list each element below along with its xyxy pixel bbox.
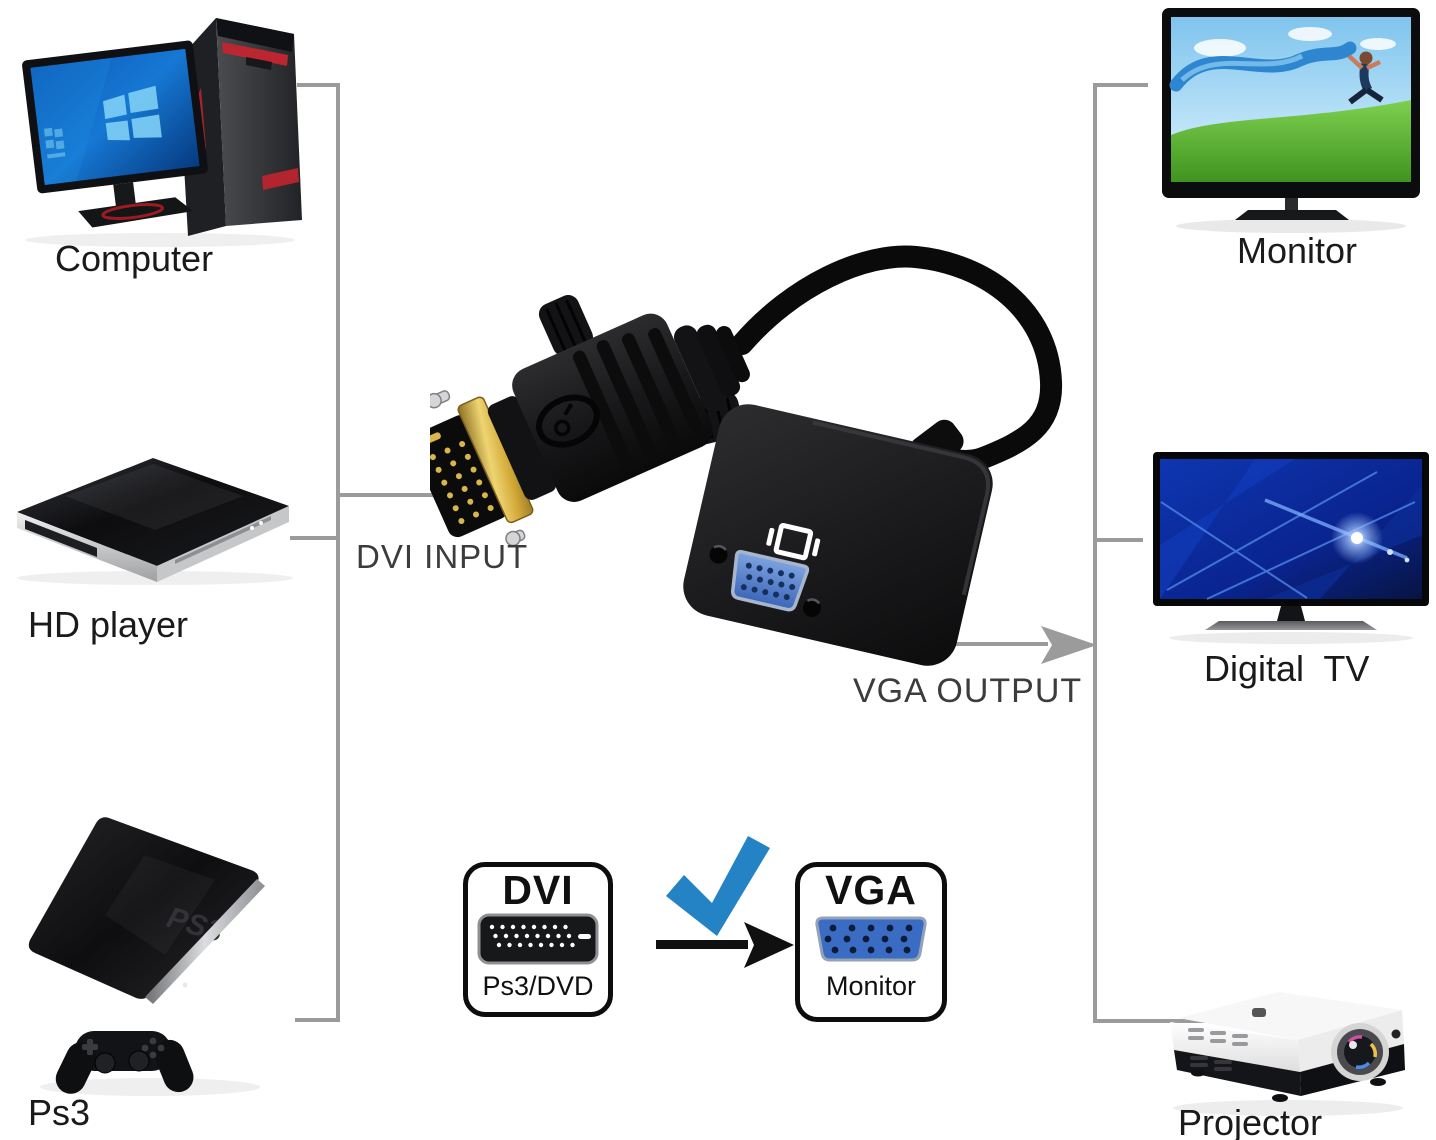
projector-illustration xyxy=(1170,992,1405,1116)
ps3-illustration: PS3 xyxy=(28,817,265,1096)
vga-compat-subtitle: Monitor xyxy=(825,971,917,1002)
dvi-compat-title: DVI xyxy=(502,867,574,913)
vga-connector-icon xyxy=(815,916,927,962)
digital-tv-label: Digital TV xyxy=(1204,648,1370,689)
vga-output-arrow-icon xyxy=(1041,626,1097,664)
hd-player-illustration xyxy=(17,458,293,585)
adapter-cable xyxy=(731,245,1063,472)
hd-player-label: HD player xyxy=(28,604,189,645)
adapter-product-photo xyxy=(430,245,1063,666)
monitor-label: Monitor xyxy=(1237,230,1358,271)
dvi-compat-box: DVI Ps3/DVD xyxy=(463,862,613,1017)
arrow-right-icon xyxy=(656,922,794,968)
projector-lens xyxy=(1331,1023,1389,1081)
digital-tv-illustration xyxy=(1153,452,1429,644)
projector-label: Projector xyxy=(1178,1102,1323,1140)
dvi-connector xyxy=(430,294,750,547)
dvi-connector-icon xyxy=(477,913,599,965)
vga-adapter-body xyxy=(683,404,993,666)
jumping-person xyxy=(1347,51,1384,105)
vga-compat-title: VGA xyxy=(825,867,917,913)
computer-illustration xyxy=(22,18,302,247)
monitor-illustration xyxy=(1162,8,1420,233)
checkmark-icon xyxy=(666,836,770,936)
dvi-compat-subtitle: Ps3/DVD xyxy=(482,971,594,1002)
computer-label: Computer xyxy=(55,238,214,279)
vga-port xyxy=(731,549,810,612)
vga-output-label: VGA OUTPUT xyxy=(853,672,1083,710)
vga-compat-box: VGA Monitor xyxy=(795,862,947,1022)
display-icon xyxy=(766,522,821,561)
dvi-input-label: DVI INPUT xyxy=(356,538,529,575)
ps3-label: Ps3 xyxy=(28,1092,91,1133)
ps3-controller xyxy=(55,1031,194,1094)
